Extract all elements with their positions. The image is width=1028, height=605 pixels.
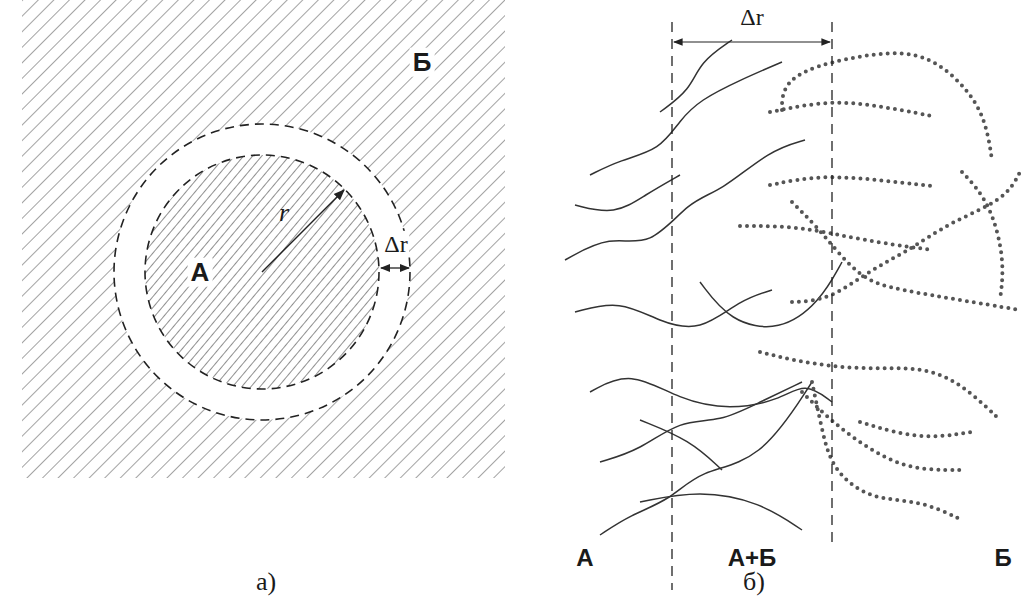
chain-a: [590, 62, 782, 175]
chain-b: [782, 53, 992, 160]
region-label: А: [188, 258, 213, 287]
chain-a: [600, 382, 812, 535]
dimension-label: Δr: [738, 4, 765, 30]
chain-b: [812, 382, 962, 520]
chain-b: [802, 392, 962, 470]
chain-b: [860, 422, 972, 436]
chain-b: [760, 352, 1000, 420]
chain-b: [740, 226, 932, 250]
chain-a: [640, 420, 722, 470]
zone-label: А: [574, 545, 595, 571]
chain-b: [770, 177, 932, 186]
zone-label: Б: [992, 545, 1013, 571]
region-label: Б: [410, 48, 435, 77]
interphase-boundary: [145, 155, 379, 389]
chain-a: [590, 379, 832, 407]
interphase-boundary: [114, 124, 410, 420]
chain-a: [565, 140, 805, 260]
chain-a: [660, 40, 732, 112]
radius-arrow: [262, 190, 344, 272]
chain-a: [640, 494, 802, 530]
radius-label: r: [279, 199, 289, 228]
subfigure-label: а): [256, 568, 276, 597]
chain-b: [792, 172, 1020, 302]
subfigure-label: б): [743, 568, 765, 597]
dimension-label: Δr: [382, 231, 409, 257]
boundary-line: [671, 22, 672, 590]
dimension-line: [674, 41, 830, 42]
chain-a: [575, 175, 680, 210]
polymer-b-region: БА: [22, 0, 505, 478]
chain-a: [700, 262, 842, 327]
dimension-line: [381, 267, 409, 268]
chain-b: [792, 202, 1020, 310]
chain-b: [770, 103, 932, 116]
chain-b: [962, 172, 1002, 300]
hatching: [22, 0, 505, 478]
chain-a: [600, 382, 802, 462]
boundary-line: [831, 22, 832, 548]
